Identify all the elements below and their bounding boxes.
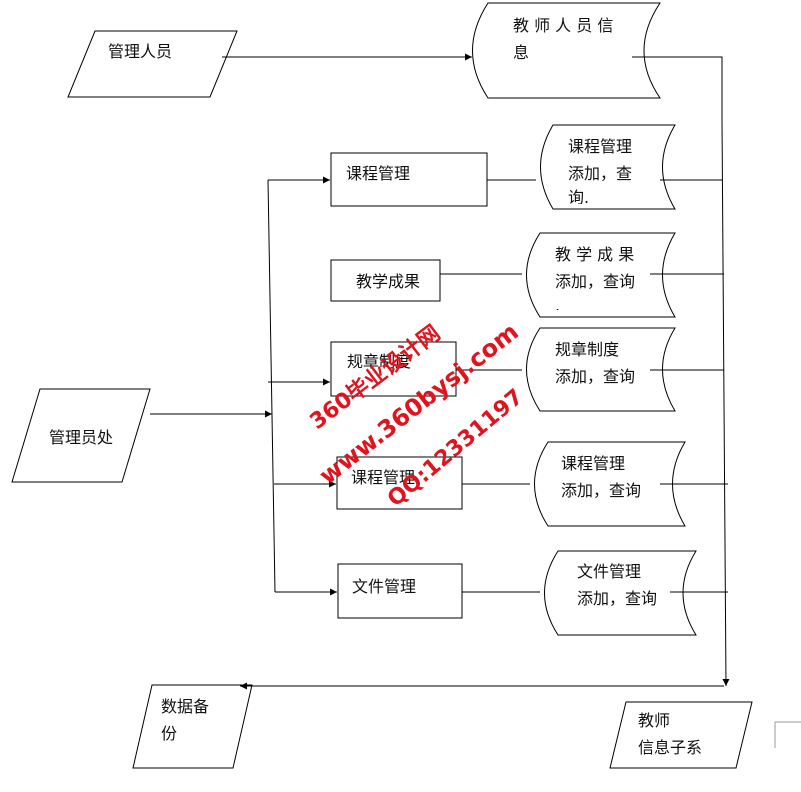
data-backup-label-line1: 数据备 xyxy=(161,697,210,716)
course-store-1-line1: 课程管理 xyxy=(568,137,633,156)
rules-label: 规章制度 xyxy=(347,352,412,371)
course-mgmt-1-label: 课程管理 xyxy=(346,164,411,183)
teacher-info-label-line1: 教 师 人 员 信 xyxy=(513,16,614,35)
course-store-1-line2: 添加，查 xyxy=(568,164,633,183)
admin-staff-label: 管理人员 xyxy=(108,42,173,61)
data-backup-shape xyxy=(132,684,253,769)
teacher-subsystem-shape xyxy=(609,701,753,769)
teacher-subsystem-label-line2: 信息子系 xyxy=(638,738,703,757)
teaching-results-label: 教学成果 xyxy=(356,272,421,291)
results-store-shape xyxy=(526,232,676,318)
data-backup-label-line2: 份 xyxy=(161,724,178,743)
results-store-line1: 教 学 成 果 xyxy=(555,245,635,264)
right-bus xyxy=(721,119,730,687)
line-teacher-info-to-bus xyxy=(632,56,723,120)
teacher-info-label-line2: 息 xyxy=(513,43,530,62)
course-mgmt-2-box xyxy=(336,456,463,510)
course-store-2-shape xyxy=(534,441,686,527)
course-store-1-shape xyxy=(540,124,676,210)
file-mgmt-box xyxy=(337,563,463,619)
rules-store-line2: 添加，查询 xyxy=(555,367,636,386)
admin-office-label: 管理员处 xyxy=(49,428,114,447)
rules-box xyxy=(330,341,457,397)
rules-store-shape xyxy=(526,327,676,412)
rules-store-line1: 规章制度 xyxy=(555,340,620,359)
course-store-2-line1: 课程管理 xyxy=(561,454,626,473)
admin-office-shape xyxy=(11,388,151,483)
file-mgmt-label: 文件管理 xyxy=(352,577,417,596)
file-store-line1: 文件管理 xyxy=(577,562,642,581)
teacher-info-store-shape xyxy=(472,2,661,99)
file-store-line2: 添加，查询 xyxy=(577,589,658,608)
file-store-shape xyxy=(544,550,697,636)
results-store-line3: . xyxy=(555,296,561,310)
results-store-line2: 添加，查询 xyxy=(555,272,636,291)
left-bus xyxy=(267,179,276,593)
course-mgmt-2-label: 课程管理 xyxy=(351,468,416,487)
admin-staff-shape xyxy=(67,30,238,98)
page-corner-mark xyxy=(774,721,801,748)
course-store-1-line3: 询. xyxy=(568,188,590,204)
course-mgmt-1-box xyxy=(330,152,488,207)
teaching-results-box xyxy=(330,259,441,302)
course-store-2-line2: 添加，查询 xyxy=(561,481,642,500)
teacher-subsystem-label-line1: 教师 xyxy=(638,711,671,730)
